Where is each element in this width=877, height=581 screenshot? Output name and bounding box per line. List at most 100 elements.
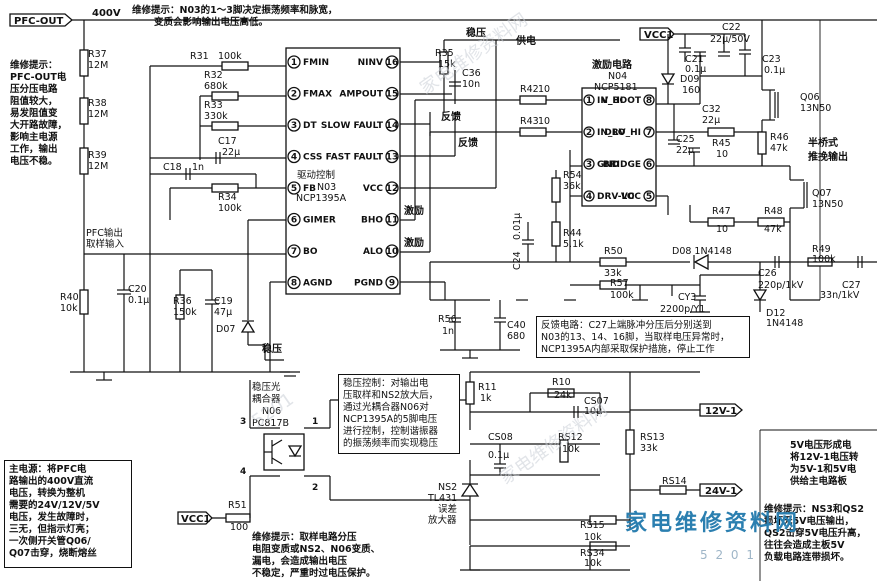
r47-label: R47: [712, 206, 731, 217]
half-bridge-label2: 推挽输出: [808, 150, 848, 163]
opto-title2: 耦合器: [252, 393, 281, 405]
note-top: 维修提示：N03的1～3脚决定振荡频率和脉宽， 变质会影响输出电压高低。: [132, 5, 338, 28]
d09-label: D09: [680, 74, 699, 85]
n03-title1: 驱动控制: [297, 169, 335, 181]
n03-pin-name: DT: [303, 121, 317, 131]
cs08-value: 0.1μ: [488, 450, 509, 461]
r33-value: 330k: [204, 111, 228, 122]
c23-value: 0.1μ: [764, 65, 785, 76]
rs13-value: 33k: [640, 443, 658, 454]
stab-label: 稳压: [262, 342, 282, 355]
n03-pin-number: 16: [386, 58, 399, 68]
cs08-label: CS08: [488, 432, 513, 443]
c36-value: 10n: [462, 79, 480, 90]
n04-pin-circle: [643, 126, 655, 138]
d08-label: D08 1N4148: [672, 246, 732, 257]
r31-label: R31: [190, 51, 209, 62]
n03-pin-name: ALO: [363, 247, 383, 257]
n03-pin-circle: [385, 275, 399, 290]
feedback-label2: 反馈: [458, 136, 478, 149]
n03-pin-circle: [385, 244, 399, 258]
vcc1-lower-tag: [177, 511, 213, 525]
n04-network: [569, 27, 790, 262]
r36-value: 150k: [173, 307, 197, 318]
n03-pin-name: FMIN: [303, 58, 329, 68]
d12-value: 1N4148: [766, 318, 803, 329]
d07-label: D07: [216, 324, 235, 335]
tl431-title2: TL431: [427, 493, 457, 504]
n03-pin-number: 14: [386, 121, 399, 131]
pfc-divider-chain: [70, 49, 286, 381]
n03-pin-number: 5: [291, 184, 297, 194]
n03-pin-number: 2: [291, 90, 297, 100]
r10-label: R10: [552, 377, 571, 388]
n03-pin-name: VCC: [363, 184, 384, 194]
n04-pin-number: 4: [586, 192, 592, 202]
n03-pin-circle: [385, 149, 399, 164]
n03-pin-name: SLOW FAULT: [321, 121, 384, 131]
r37-label: R37: [88, 49, 107, 60]
n04-pin-name: DRV_HI: [604, 128, 641, 138]
n03-pin-circle: [385, 86, 399, 101]
tl431-title3: 误差: [438, 503, 457, 515]
r31-value: 100k: [218, 51, 242, 62]
n03-pin-name: NINV: [358, 58, 383, 68]
n03-pin-name: PGND: [354, 279, 383, 289]
opto-title4: PC817B: [252, 418, 289, 429]
c21-value: 0.1μ: [685, 64, 706, 75]
c23-label: C23: [762, 54, 781, 65]
r49-label: R49: [812, 244, 831, 255]
pfc-input-label: PFC输出: [86, 227, 123, 239]
c22-value: 22μ/50V: [710, 34, 750, 45]
r46-label: R46: [770, 132, 789, 143]
opto-title3: N06: [262, 406, 281, 417]
n03-pin-circle: [385, 118, 399, 132]
pfc-out-label: PFC-OUT: [14, 16, 64, 27]
site-url: 5 2 0 1: [700, 548, 756, 562]
c25-label: C25: [676, 134, 695, 145]
r42-label: R42: [520, 84, 539, 95]
r48-label: R48: [764, 206, 783, 217]
n03-pin-number: 15: [386, 90, 399, 100]
rs15-value: 10k: [584, 532, 602, 543]
rs12-label: RS12: [558, 432, 583, 443]
n04-pin-name: VCC: [621, 192, 642, 202]
note-left: 维修提示： PFC-OUT电 压分压电路 阻值较大， 易发阻值变 大开路故障， …: [10, 60, 68, 167]
supply-label: 供电: [515, 34, 536, 47]
cs07-label: CS07: [584, 396, 609, 407]
r56-value: 1n: [442, 326, 454, 337]
n03-pin-number: 13: [386, 153, 399, 163]
n04-pin-circle: [643, 158, 655, 170]
note-sample: 维修提示：取样电路分压 电阻变质或NS2、N06变质、 漏电，会造成输出电压 不…: [252, 532, 381, 579]
c32-value: 22μ: [702, 115, 720, 126]
c26-value: 220p/1kV: [758, 280, 804, 291]
c17-label: C17: [218, 136, 237, 147]
r47-value: 10: [716, 224, 728, 235]
r39-value: 12M: [88, 161, 108, 172]
c25-value: 22μ: [676, 145, 694, 156]
n03-pin-name: CSS: [303, 153, 322, 163]
n03-pin-circle: [287, 181, 301, 195]
r32-label: R32: [204, 70, 223, 81]
n04-pin-number: 5: [646, 192, 652, 202]
n03-pin-circle: [287, 212, 301, 227]
d12-label: D12: [766, 308, 785, 319]
r35-value: 15k: [438, 59, 456, 70]
excite-label2: 激励: [404, 236, 424, 249]
r34-value: 100k: [218, 203, 242, 214]
n04-pin-circle: [583, 190, 595, 202]
n03-pin-circle: [287, 118, 301, 132]
r32-value: 680k: [204, 81, 228, 92]
r44-value: 5.1k: [563, 239, 584, 250]
opto-pin1: 1: [312, 417, 318, 427]
n04-pin-circle: [583, 94, 595, 106]
site-logo: 家电维修资料网: [625, 511, 801, 536]
n03-pin-name: GIMER: [303, 216, 336, 226]
n04-pin-number: 7: [646, 128, 652, 138]
rs15-label: RS15: [580, 520, 605, 531]
r43-value: 10: [538, 116, 550, 127]
r57-value: 100k: [610, 290, 634, 301]
